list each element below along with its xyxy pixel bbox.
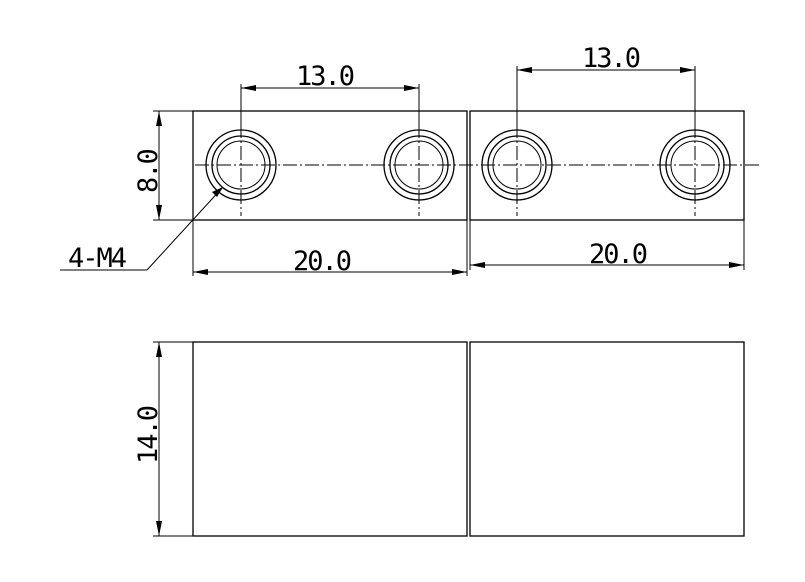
dim-top-height: 8.0 <box>133 110 193 221</box>
side-view: 14.0 <box>133 341 745 537</box>
dim-side-height-label: 14.0 <box>133 406 164 464</box>
dim-left-length: 20.0 <box>192 220 468 277</box>
dim-right-length-label: 20.0 <box>589 239 647 270</box>
side-left-block-outline <box>192 341 468 537</box>
dim-top-height-label: 8.0 <box>133 149 164 193</box>
hole-callout-label: 4-M4 <box>68 243 126 274</box>
dim-side-height: 14.0 <box>133 341 193 537</box>
dim-left-hole-spacing-label: 13.0 <box>296 61 354 92</box>
side-right-block-outline <box>469 341 745 537</box>
hole-3 <box>481 124 553 216</box>
dim-right-length: 20.0 <box>469 220 745 270</box>
hole-4 <box>659 124 731 216</box>
dim-left-length-label: 20.0 <box>293 246 351 277</box>
hole-1 <box>205 124 277 216</box>
dim-right-hole-spacing-label: 13.0 <box>582 43 640 74</box>
hole-callout-leader: 4-M4 <box>60 186 224 274</box>
top-view: 13.0 13.0 8.0 20.0 <box>60 43 762 277</box>
dim-right-hole-spacing: 13.0 <box>516 43 696 130</box>
dim-left-hole-spacing: 13.0 <box>240 61 420 130</box>
hole-2 <box>383 124 455 216</box>
